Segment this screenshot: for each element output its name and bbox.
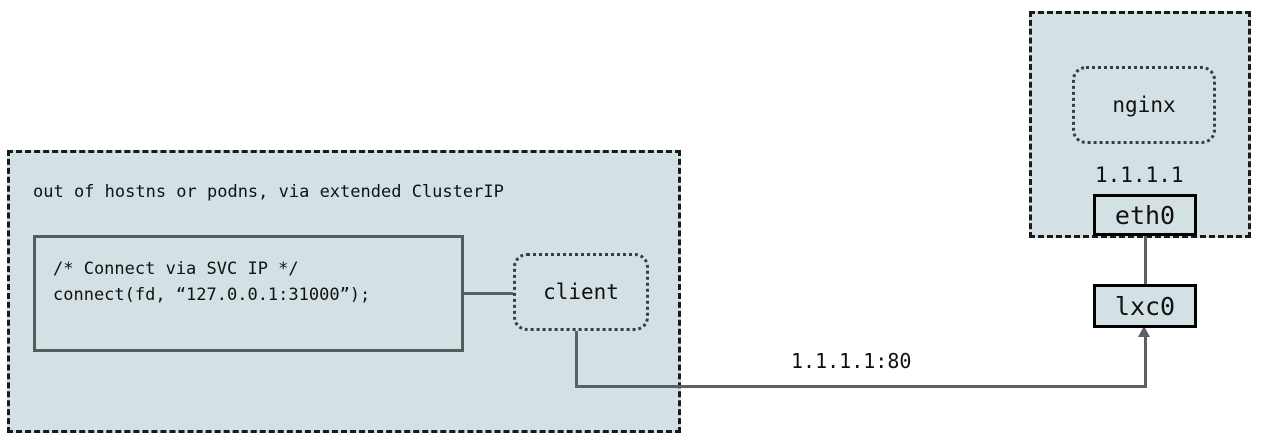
flow-destination-label: 1.1.1.1:80 [791, 349, 912, 373]
nginx-process-label: nginx [1112, 93, 1176, 117]
eth0-interface-box: eth0 [1093, 194, 1197, 236]
arrow-head-into-lxc0-icon [1138, 326, 1150, 337]
code-block: /* Connect via SVC IP */ connect(fd, “12… [33, 235, 464, 352]
lxc0-interface-box: lxc0 [1093, 284, 1197, 328]
client-process-label: client [543, 280, 619, 304]
connector-client-down [575, 331, 578, 388]
eth0-ip-label: 1.1.1.1 [1095, 163, 1184, 187]
code-call-line: connect(fd, “127.0.0.1:31000”); [53, 285, 371, 305]
connector-code-to-client [464, 292, 513, 295]
code-comment-line: /* Connect via SVC IP */ [53, 259, 299, 279]
connector-bottom-run [575, 385, 1147, 388]
eth0-interface-label: eth0 [1114, 200, 1176, 230]
nginx-process-box: nginx [1072, 66, 1216, 144]
lxc0-interface-label: lxc0 [1114, 291, 1176, 321]
connector-up-to-lxc0 [1144, 334, 1147, 387]
client-process-box: client [513, 253, 649, 331]
client-namespace-label: out of hostns or podns, via extended Clu… [33, 182, 504, 202]
connector-eth0-to-lxc0 [1144, 236, 1147, 286]
